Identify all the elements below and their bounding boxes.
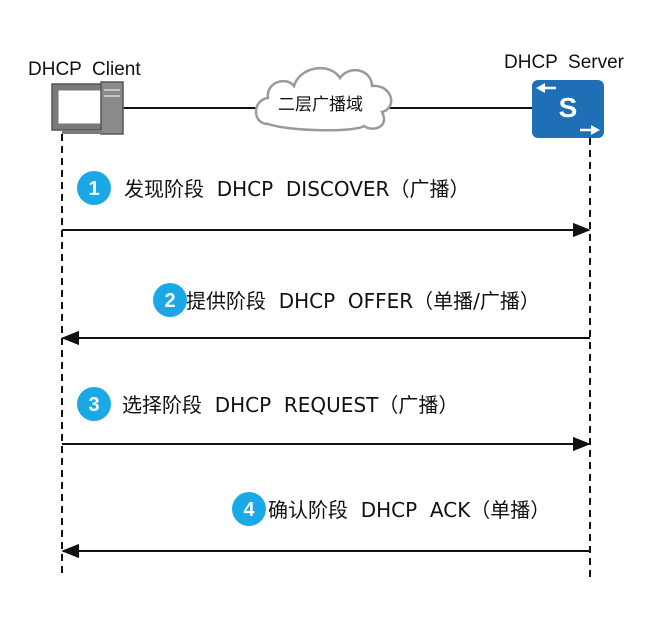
step-2: 2 提供阶段 DHCP OFFER（单播/广播） [61,283,590,346]
step-badge [153,283,187,317]
step-label: 发现阶段 DHCP DISCOVER（广播） [124,177,469,201]
step-number: 1 [88,178,99,200]
cloud-icon [254,66,393,132]
server-label: DHCP Server [504,52,625,73]
step-badge [232,492,266,526]
step-label: 确认阶段 DHCP ACK（单播） [268,498,550,522]
step-badge [77,387,111,421]
switch-icon: S [532,80,604,138]
switch-letter: S [559,92,578,123]
step-1: 1 发现阶段 DHCP DISCOVER（广播） [62,171,591,238]
step-number: 2 [164,290,175,312]
computer-icon [51,81,124,135]
step-label: 提供阶段 DHCP OFFER（单播/广播） [186,289,540,313]
client-label: DHCP Client [28,59,141,80]
broadcast-domain-label: 二层广播域 [278,95,363,115]
step-number: 4 [243,499,255,521]
step-4: 4 确认阶段 DHCP ACK（单播） [61,492,590,559]
step-badge [77,171,111,205]
step-number: 3 [88,394,99,416]
step-3: 3 选择阶段 DHCP REQUEST（广播） [62,387,591,452]
step-label: 选择阶段 DHCP REQUEST（广播） [122,393,458,417]
